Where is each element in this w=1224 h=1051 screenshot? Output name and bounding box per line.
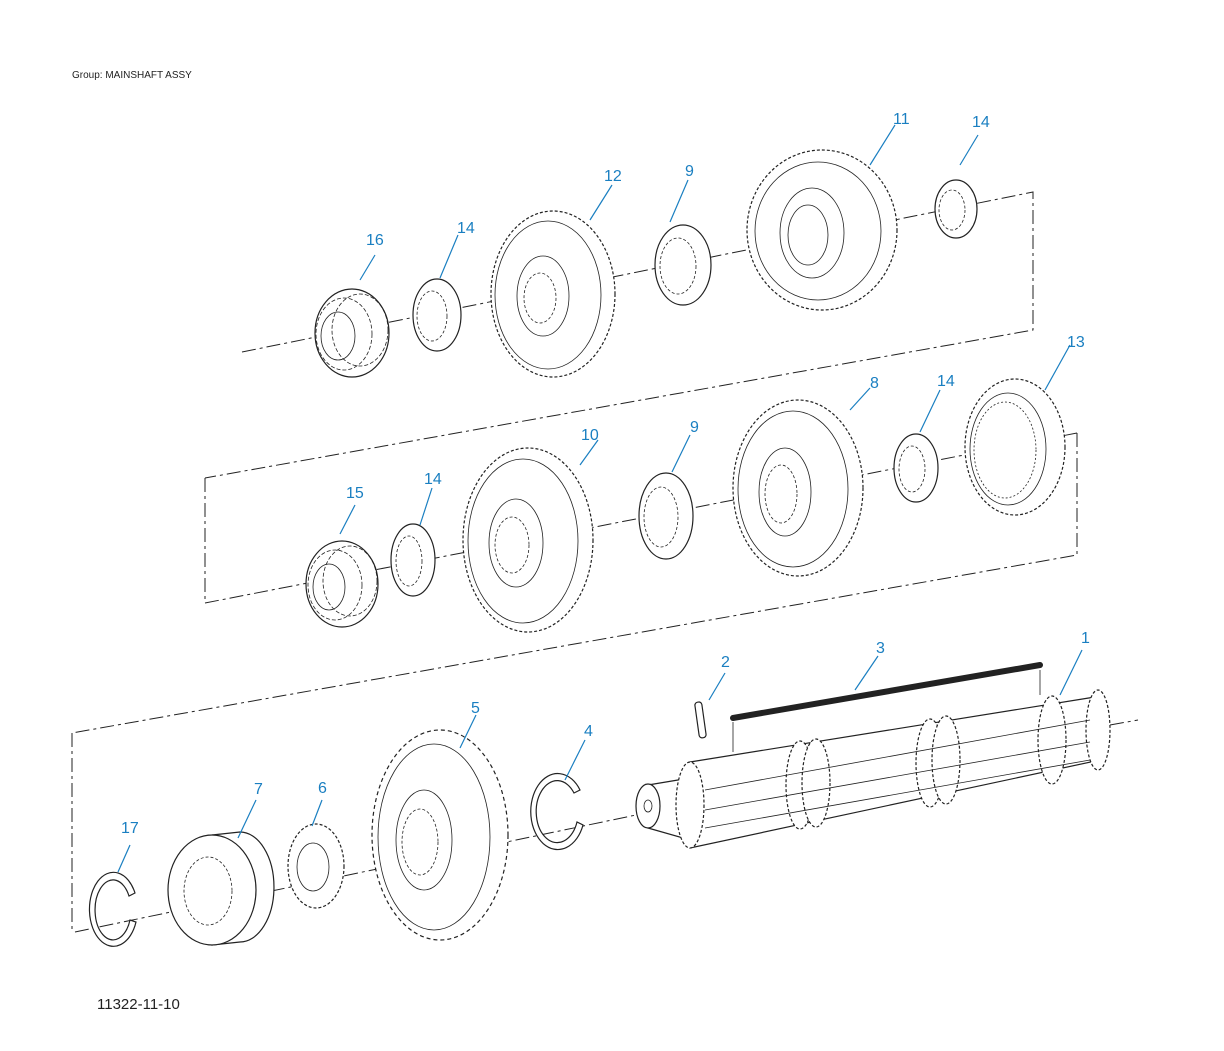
part-9-spacer-middle	[638, 472, 694, 560]
callout-16: 16	[366, 232, 384, 249]
shaft-end-axis	[1109, 719, 1139, 726]
callout-4: 4	[584, 723, 593, 740]
bottom-shaft-axis	[74, 809, 661, 933]
part-10-gear	[462, 447, 594, 633]
part-12-gear	[490, 210, 616, 378]
callout-12: 12	[604, 168, 622, 185]
part-14-washer-middle-left	[390, 523, 436, 597]
part-14-washer-middle-right	[893, 433, 939, 503]
top-row-axis	[204, 191, 1034, 479]
callout-leaders	[117, 124, 1083, 873]
part-14-washer-top-right	[934, 179, 978, 239]
callout-17: 17	[121, 820, 139, 837]
middle-row-return	[71, 433, 1078, 734]
axis-lines	[71, 191, 1139, 933]
callout-5: 5	[471, 700, 480, 717]
callout-9-middle: 9	[690, 419, 699, 436]
part-13-ring	[964, 378, 1066, 516]
part-9-spacer-top	[654, 224, 712, 306]
callout-6: 6	[318, 780, 327, 797]
callout-3: 3	[876, 640, 885, 657]
part-14-washer-top-left	[412, 278, 462, 352]
part-2-pin	[694, 701, 707, 739]
part-8-gear	[732, 399, 864, 577]
part-17-snap-ring	[88, 871, 137, 947]
callout-10: 10	[581, 427, 599, 444]
part-1-mainshaft	[635, 689, 1111, 849]
callout-14-top-right: 14	[972, 114, 990, 131]
callout-13: 13	[1067, 334, 1085, 351]
callout-15: 15	[346, 485, 364, 502]
part-7-sleeve	[167, 831, 275, 946]
group-title: Group: MAINSHAFT ASSY	[72, 70, 192, 81]
part-15-synchronizer	[305, 540, 379, 628]
callout-2: 2	[721, 654, 730, 671]
callout-11: 11	[893, 111, 910, 128]
part-4-snap-ring	[530, 772, 584, 851]
callout-8: 8	[870, 375, 879, 392]
part-11-gear	[746, 149, 898, 311]
callout-9-top: 9	[685, 163, 694, 180]
part-6-gear-small	[287, 823, 345, 909]
middle-row-axis	[204, 432, 1078, 604]
callout-14-top-left: 14	[457, 220, 475, 237]
callout-1: 1	[1081, 630, 1090, 647]
part-3-key-bar	[730, 662, 1043, 752]
figure-id: 11322-11-10	[97, 996, 180, 1013]
callout-7: 7	[254, 781, 263, 798]
part-5-gear	[371, 729, 509, 941]
part-16-synchronizer	[314, 288, 390, 378]
callout-14-middle-left: 14	[424, 471, 442, 488]
callout-numbers: 16 14 12 9 11 14 15 14 10 9 8 14 13 1 3 …	[121, 111, 1090, 837]
callout-14-middle-right: 14	[937, 373, 955, 390]
